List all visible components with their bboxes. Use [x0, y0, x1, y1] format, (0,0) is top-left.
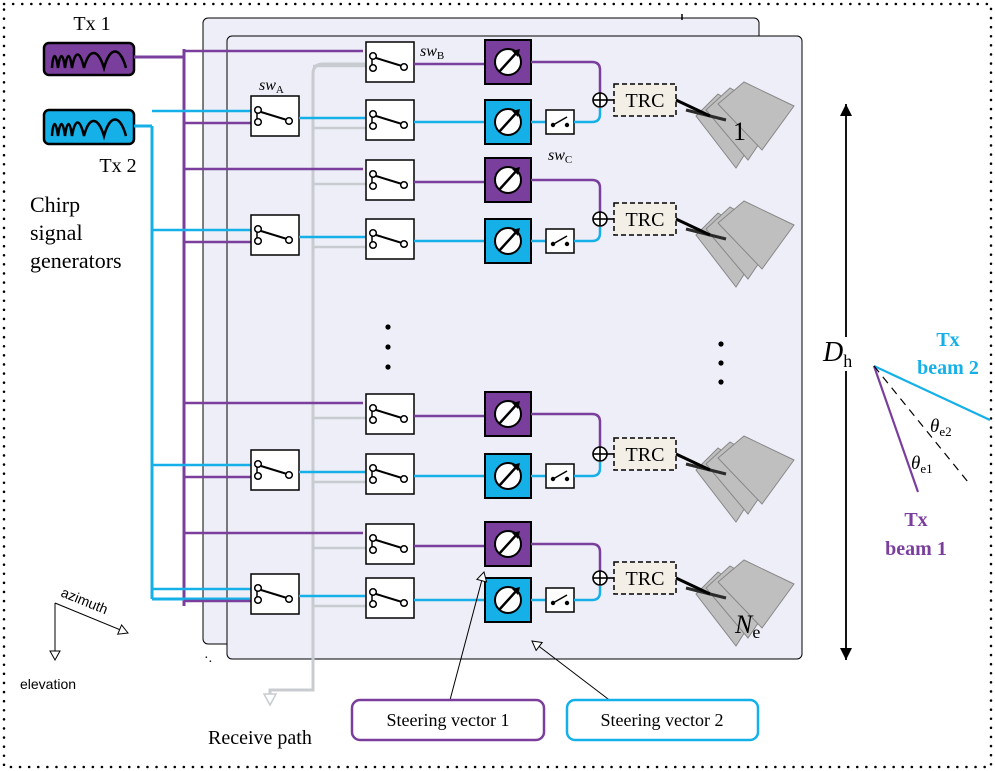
- trc-label: TRC: [626, 209, 665, 231]
- steering-vector2-box: [565, 698, 760, 742]
- element-row-2: TRC: [152, 157, 795, 288]
- trc-label: TRC: [626, 568, 665, 590]
- element-rows: TRC TRC TRC TRC: [152, 39, 795, 647]
- receive-path-label: Receive path: [208, 727, 312, 749]
- sw-a-label: swA: [259, 77, 284, 96]
- sw-b-switch: [365, 159, 415, 201]
- trc-module: TRC: [613, 437, 677, 471]
- theta-e1-label: θe1: [911, 453, 933, 476]
- sw-a-switch: [250, 95, 300, 137]
- tx1-generator: [42, 41, 136, 77]
- steering-vector1-box: [350, 698, 546, 742]
- tx2-generator: [42, 108, 136, 146]
- beam-diagram: [872, 365, 991, 493]
- dh-label: Dh: [822, 337, 852, 371]
- generators-caption-line2: signal: [30, 220, 83, 245]
- beam1-line: [872, 365, 920, 493]
- receive-path-line: [270, 62, 365, 700]
- phase-shifter-icon: [484, 521, 532, 567]
- dh-label-bg: [818, 337, 866, 371]
- steering-vector2-label: Steering vector 2: [601, 710, 724, 730]
- element-first-label: 1: [733, 117, 746, 146]
- trc-module: TRC: [613, 83, 677, 117]
- azimuth-label: azimuth: [59, 584, 110, 617]
- feed-buses: [134, 49, 250, 606]
- phase-shifter-icon: [484, 391, 532, 437]
- sw-a-switch: [250, 449, 300, 491]
- horn-antenna-icon: [685, 559, 795, 647]
- phase-shifter-icon: [484, 39, 532, 85]
- element-row-3: TRC: [152, 391, 795, 523]
- generators-caption-line3: generators: [30, 248, 122, 273]
- tx2-label: Tx 2: [99, 155, 136, 177]
- element-row-1: TRC: [152, 39, 795, 169]
- steering2-pointer: [531, 640, 613, 703]
- sw-b-switch: [365, 393, 415, 435]
- sw-c-switch: [545, 228, 575, 254]
- element-last-label: Ne: [734, 610, 760, 642]
- sw-c-label: swC: [548, 147, 572, 166]
- sw-b-switch: [365, 218, 415, 260]
- sw-c-switch: [545, 587, 575, 613]
- vertical-ellipsis: [385, 324, 724, 385]
- sw-c-switch: [545, 463, 575, 489]
- trc-label: TRC: [626, 444, 665, 466]
- axes-indicator: [49, 602, 129, 662]
- sw-b-switch: [365, 41, 415, 83]
- sw-b-switch: [365, 99, 415, 141]
- steering-vector1-label: Steering vector 1: [387, 710, 510, 730]
- sw-a-switch: [250, 573, 300, 615]
- beam2-label-line2: beam 2: [917, 357, 979, 379]
- trc-module: TRC: [613, 561, 677, 595]
- theta-e2-label: θe2: [930, 416, 952, 439]
- beam1-label-line2: beam 1: [885, 538, 947, 560]
- phase-shifter-icon: [484, 157, 532, 203]
- elevation-label: elevation: [20, 676, 76, 692]
- horn-antenna-icon: [685, 200, 795, 288]
- tx1-label: Tx 1: [73, 13, 110, 35]
- sw-b-switch: [365, 453, 415, 495]
- sw-b-switch: [365, 523, 415, 565]
- phase-shifter-icon: [484, 99, 532, 145]
- phase-shifter-icon: [484, 453, 532, 499]
- sw-c-switch: [545, 109, 575, 135]
- panel-stack-dots: ·.: [204, 651, 212, 666]
- trc-module: TRC: [613, 202, 677, 236]
- steering1-pointer: [449, 571, 488, 701]
- sw-b-switch: [365, 577, 415, 619]
- trc-label: TRC: [626, 90, 665, 112]
- chirp-waveform-icon: [50, 118, 128, 141]
- beam2-label-line1: Tx: [936, 329, 959, 351]
- sw-a-switch: [250, 214, 300, 256]
- generators-caption-line1: Chirp: [30, 192, 80, 217]
- phase-shifter-icon: [484, 218, 532, 264]
- horn-antenna-icon: [685, 435, 795, 523]
- beam1-label-line1: Tx: [904, 509, 927, 531]
- phase-shifter-icon: [484, 577, 532, 623]
- sw-b-label: swB: [420, 43, 444, 62]
- boresight-line: [873, 365, 969, 483]
- element-row-4: TRC: [152, 521, 795, 647]
- beam2-line: [873, 365, 991, 421]
- chirp-waveform-icon: [50, 50, 128, 73]
